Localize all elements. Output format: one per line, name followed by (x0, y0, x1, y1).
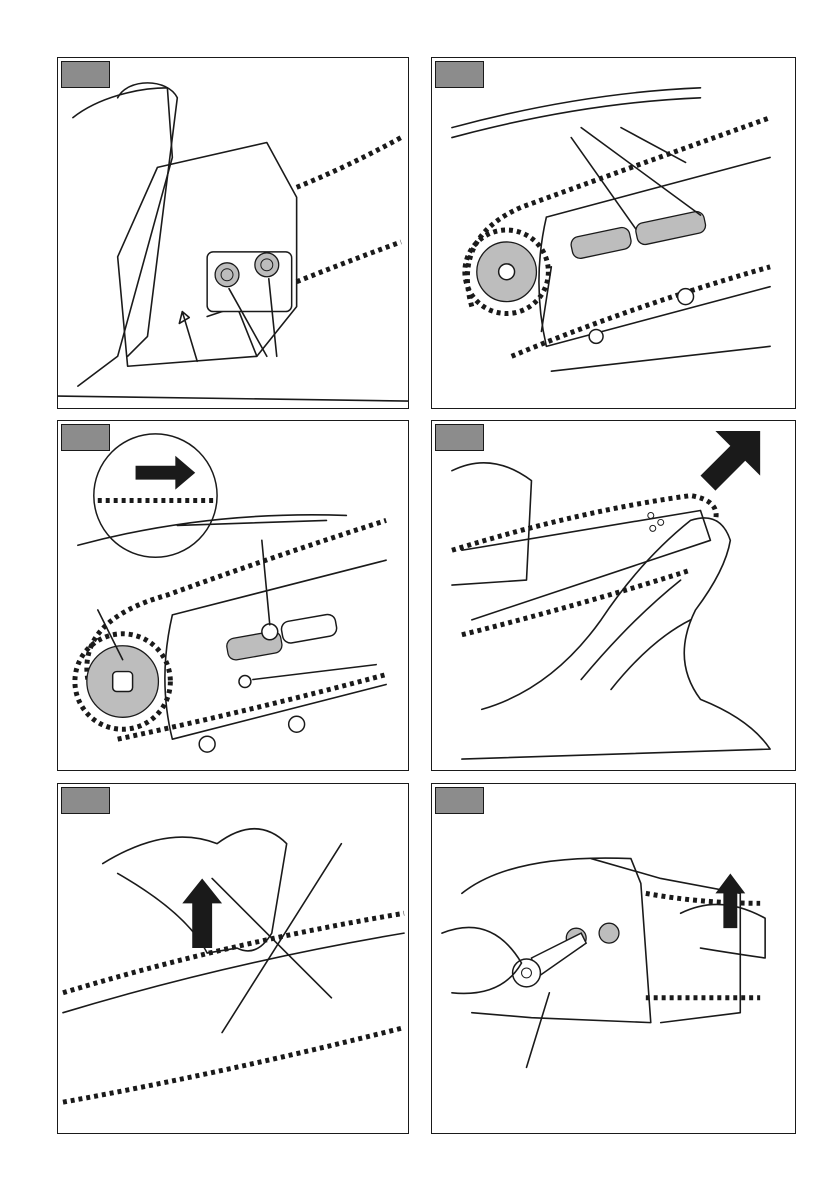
figure-panel-6 (431, 783, 796, 1134)
tightening-nuts-with-wrench-illustration (441, 857, 766, 1069)
figure-label-box (435, 787, 484, 814)
figure-label-box (61, 61, 110, 88)
figure-panel-3 (57, 420, 409, 771)
figure-label-box (61, 424, 110, 451)
chainsaw-side-cover-nuts-illustration (58, 82, 408, 402)
figure-label-box (61, 787, 110, 814)
incorrect-chain-tension-illustration (62, 827, 405, 1105)
figure-label-box (435, 61, 484, 88)
chain-direction-sprocket-illustration (72, 433, 387, 753)
gloved-hand-fitting-chain-illustration (451, 430, 771, 760)
figure-panel-1 (57, 57, 409, 409)
figure-panel-2 (431, 57, 796, 409)
figure-panel-5 (57, 783, 409, 1134)
figure-label-box (435, 424, 484, 451)
figure-panel-4 (431, 420, 796, 771)
guide-bar-studs-illustration (451, 87, 771, 373)
